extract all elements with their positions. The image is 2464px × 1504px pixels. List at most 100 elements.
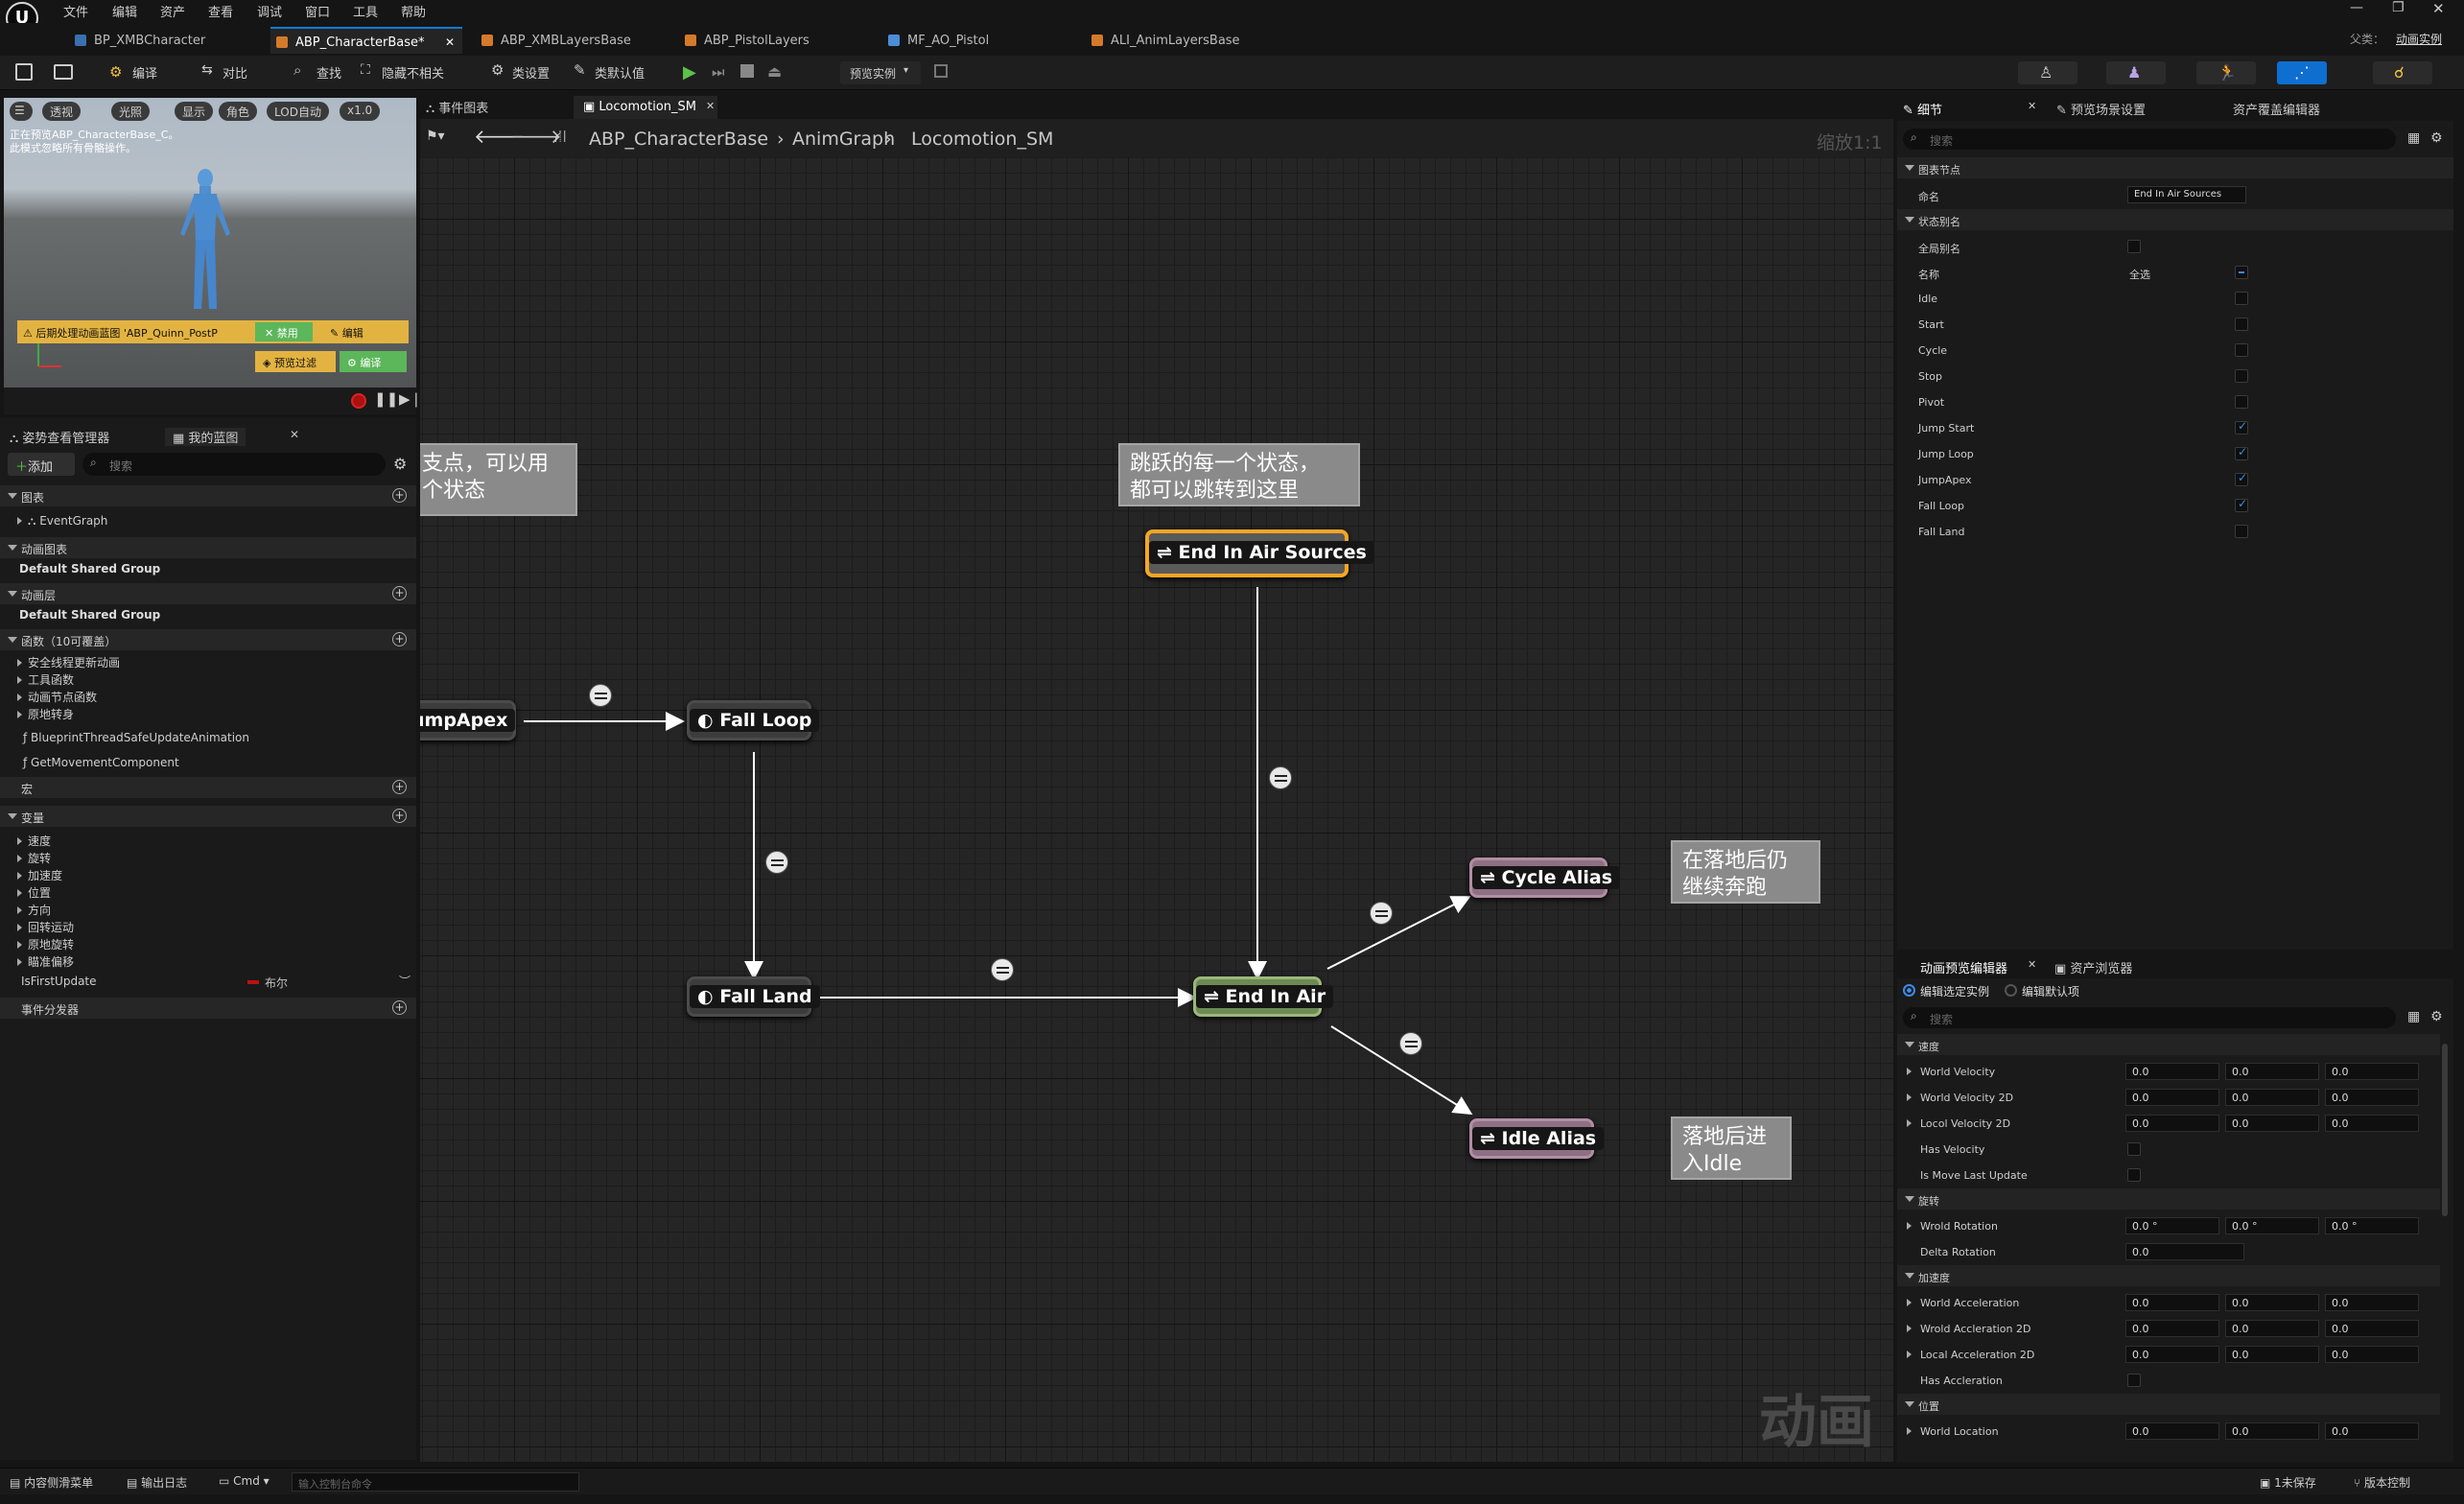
edit-selected-radio[interactable] xyxy=(1903,984,1915,997)
class-settings-button[interactable]: 类设置 xyxy=(512,67,551,82)
details-search-input[interactable]: ⌕搜索 xyxy=(1903,129,2396,150)
lighting-chip[interactable]: 光照 xyxy=(111,102,151,121)
transition-rule-icon[interactable] xyxy=(1370,902,1393,925)
variable-category[interactable]: 旋转 xyxy=(17,850,51,866)
state-alias-checkbox[interactable] xyxy=(2235,419,2248,435)
property-checkbox[interactable] xyxy=(2127,1168,2141,1182)
play-icon[interactable]: ▶ xyxy=(683,62,696,82)
collapse-arrow-icon[interactable] xyxy=(1907,1299,1912,1306)
section-anim-layers[interactable]: 动画层+ xyxy=(0,583,416,604)
state-alias-checkbox[interactable] xyxy=(2235,369,2248,383)
variable-isfirstupdate[interactable]: IsFirstUpdate xyxy=(21,975,97,988)
function-category[interactable]: 工具函数 xyxy=(17,671,74,688)
property-section[interactable]: 位置 xyxy=(1897,1394,2440,1415)
edit-defaults-radio[interactable] xyxy=(2005,984,2017,997)
function-item[interactable]: ƒ GetMovementComponent xyxy=(23,756,179,769)
tab-locomotion-sm[interactable]: ▣ Locomotion_SM xyxy=(574,96,717,119)
menu-file[interactable]: 文件 xyxy=(63,6,89,20)
variable-category[interactable]: 加速度 xyxy=(17,867,62,883)
settings-gear-icon[interactable]: ⚙ xyxy=(2430,130,2443,146)
numeric-field[interactable]: 0.0 xyxy=(2225,1089,2319,1106)
content-drawer-button[interactable]: ▤ 内容侧滑菜单 xyxy=(10,1476,94,1490)
state-cycle-alias[interactable]: ⇌ Cycle Alias xyxy=(1469,858,1621,898)
browse-icon[interactable] xyxy=(54,64,73,80)
tab-event-graph[interactable]: ⛬ 事件图表 xyxy=(426,102,489,116)
grid-view-icon[interactable]: ▦ xyxy=(2407,130,2421,146)
find-icon[interactable]: ⌕ xyxy=(293,61,302,79)
numeric-field[interactable]: 0.0 xyxy=(2325,1115,2419,1132)
default-shared-group-1[interactable]: Default Shared Group xyxy=(19,562,161,576)
tab-asset-browser[interactable]: ▣ 资产浏览器 xyxy=(2054,962,2133,976)
numeric-field[interactable]: 0.0 xyxy=(2225,1294,2319,1311)
node-name-field[interactable]: End In Air Sources xyxy=(2127,186,2246,203)
variable-category[interactable]: 速度 xyxy=(17,833,51,849)
character-chip[interactable]: 角色 xyxy=(219,102,258,121)
mesh-mode-button[interactable]: ♟ xyxy=(2106,61,2166,84)
state-alias-checkbox[interactable] xyxy=(2235,395,2248,409)
transition-rule-icon[interactable] xyxy=(589,684,612,707)
hierarchy-icon[interactable]: ⛙ xyxy=(554,127,567,147)
numeric-field[interactable]: 0.0 xyxy=(2225,1346,2319,1363)
close-icon[interactable]: ✕ xyxy=(2432,0,2445,17)
blueprint-search-input[interactable]: ⌕搜索 xyxy=(82,453,386,476)
numeric-field[interactable]: 0.0 xyxy=(2325,1089,2419,1106)
minimize-icon[interactable]: — xyxy=(2350,0,2363,15)
property-checkbox[interactable] xyxy=(2127,1374,2141,1387)
section-anim-graphs[interactable]: 动画图表 xyxy=(0,537,416,558)
console-input[interactable]: 输入控制台命令 xyxy=(292,1472,579,1492)
tab-bp-xmbcharacter[interactable]: BP_XMBCharacter xyxy=(69,27,261,54)
section-state-alias[interactable]: 状态别名 xyxy=(1897,209,2453,230)
tab-anim-preview[interactable]: 动画预览编辑器 xyxy=(1920,962,2008,976)
state-machine-graph[interactable]: umpApex ◐ Fall Loop ◐ Fall Land ⇌ End In… xyxy=(420,94,1893,1462)
diff-button[interactable]: 对比 xyxy=(223,67,248,82)
comment-left[interactable]: 支点，可以用 个状态 xyxy=(420,443,577,516)
section-macros[interactable]: 宏+ xyxy=(0,777,416,798)
state-alias-checkbox[interactable] xyxy=(2235,445,2248,460)
numeric-field[interactable]: 0.0 xyxy=(2125,1346,2219,1363)
menu-edit[interactable]: 编辑 xyxy=(112,6,138,20)
collapse-arrow-icon[interactable] xyxy=(1907,1119,1912,1127)
add-macro-icon[interactable]: + xyxy=(392,780,407,794)
global-alias-checkbox[interactable] xyxy=(2127,240,2141,253)
collapse-arrow-icon[interactable] xyxy=(1907,1325,1912,1332)
numeric-field[interactable]: 0.0 xyxy=(2325,1346,2419,1363)
numeric-field[interactable]: 0.0 xyxy=(2325,1422,2419,1440)
lod-chip[interactable]: LOD自动 xyxy=(267,102,329,121)
pose-watch-tab[interactable]: ⛬ 姿势查看管理器 xyxy=(10,432,110,446)
tab-close-icon[interactable]: ✕ xyxy=(445,35,456,49)
transition-rule-icon[interactable] xyxy=(991,958,1014,981)
eject-icon[interactable]: ⏏ xyxy=(767,62,783,81)
function-category[interactable]: 动画节点函数 xyxy=(17,689,97,705)
class-settings-icon[interactable]: ⚙ xyxy=(491,61,505,79)
state-alias-checkbox[interactable] xyxy=(2235,525,2248,538)
tab-details[interactable]: ✎ 细节 xyxy=(1903,104,1943,118)
numeric-field[interactable]: 0.0 xyxy=(2125,1243,2244,1260)
numeric-field[interactable]: 0.0 xyxy=(2225,1115,2319,1132)
menu-debug[interactable]: 调试 xyxy=(257,6,283,20)
my-blueprint-tab[interactable]: ▦ 我的蓝图 xyxy=(165,428,246,446)
collapse-arrow-icon[interactable] xyxy=(1907,1093,1912,1101)
hide-unrelated-icon[interactable]: ⛶ xyxy=(361,62,370,78)
tab-abp-pistollayers[interactable]: ABP_PistolLayers xyxy=(679,27,871,54)
section-functions[interactable]: 函数（10可覆盖）+ xyxy=(0,629,416,650)
tab-abp-characterbase[interactable]: ABP_CharacterBase*✕ xyxy=(270,27,462,54)
property-checkbox[interactable] xyxy=(2127,1142,2141,1156)
step-forward-icon[interactable]: ▶❘ xyxy=(399,390,423,408)
tab-preview-scene[interactable]: ✎ 预览场景设置 xyxy=(2056,104,2147,118)
hide-unrelated-button[interactable]: 隐藏不相关 xyxy=(382,67,445,82)
back-arrow-icon[interactable]: 🡐 xyxy=(474,125,526,148)
function-category[interactable]: 安全线程更新动画 xyxy=(17,654,120,670)
cmd-dropdown[interactable]: ▭ Cmd ▾ xyxy=(219,1474,270,1488)
state-alias-checkbox[interactable] xyxy=(2235,292,2248,305)
grid-view-icon[interactable]: ▦ xyxy=(2407,1009,2421,1024)
state-fall-loop[interactable]: ◐ Fall Loop xyxy=(687,700,820,740)
unsaved-button[interactable]: ▣ 1未保存 xyxy=(2260,1476,2316,1490)
perspective-chip[interactable]: 透视 xyxy=(42,102,82,121)
pause-icon[interactable]: ❚❚ xyxy=(374,390,399,408)
comment-cycle[interactable]: 在落地后仍 继续奔跑 xyxy=(1671,840,1820,904)
speed-chip[interactable]: x1.0 xyxy=(340,102,381,121)
state-alias-end-in-air-sources[interactable]: ⇌ End In Air Sources xyxy=(1145,529,1374,577)
collapse-arrow-icon[interactable] xyxy=(1907,1351,1912,1358)
numeric-field[interactable]: 0.0 ° xyxy=(2325,1217,2419,1234)
state-alias-checkbox[interactable] xyxy=(2235,471,2248,486)
